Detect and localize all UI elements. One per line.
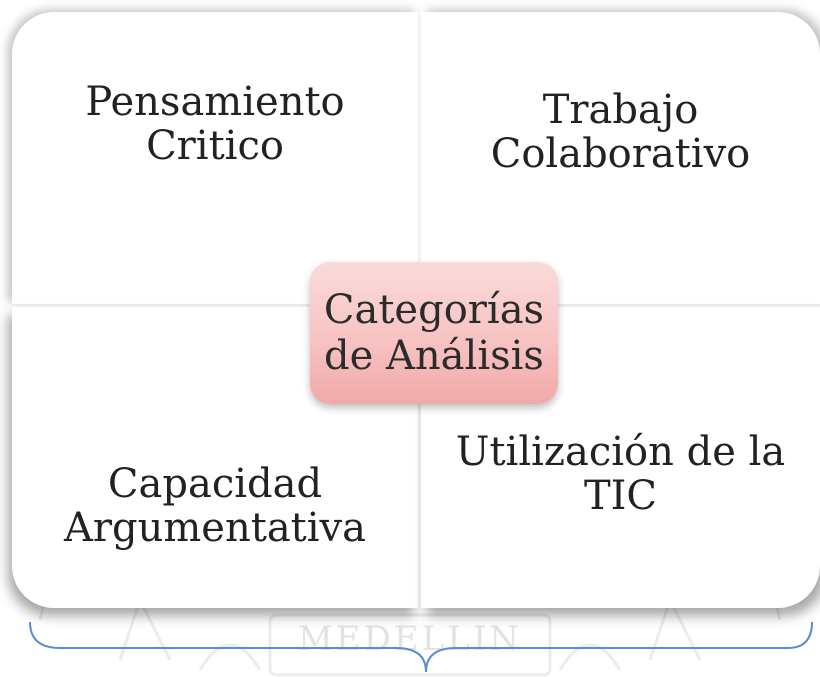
category-matrix: Pensamiento Critico Trabajo Colaborativo… xyxy=(12,12,820,608)
center-label-line2: de Análisis xyxy=(324,333,544,379)
quadrant-label-line2: Colaborativo xyxy=(490,131,751,177)
quadrant-trabajo-colaborativo: Trabajo Colaborativo xyxy=(421,12,820,304)
quadrant-label-line2: Critico xyxy=(146,123,284,169)
quadrant-pensamiento-critico: Pensamiento Critico xyxy=(12,12,418,304)
quadrant-label-line1: Pensamiento xyxy=(85,79,345,125)
quadrant-label-line1: Utilización de la xyxy=(455,429,786,475)
center-label-line1: Categorías xyxy=(323,287,545,333)
quadrant-label-line1: Trabajo xyxy=(542,87,699,133)
quadrant-label-line2: TIC xyxy=(583,473,658,519)
center-category-box: Categorías de Análisis xyxy=(310,262,558,404)
quadrant-label-line1: Capacidad xyxy=(107,461,323,507)
quadrant-label-line2: Argumentativa xyxy=(64,505,366,551)
watermark-text: MEDELLIN xyxy=(298,619,522,659)
